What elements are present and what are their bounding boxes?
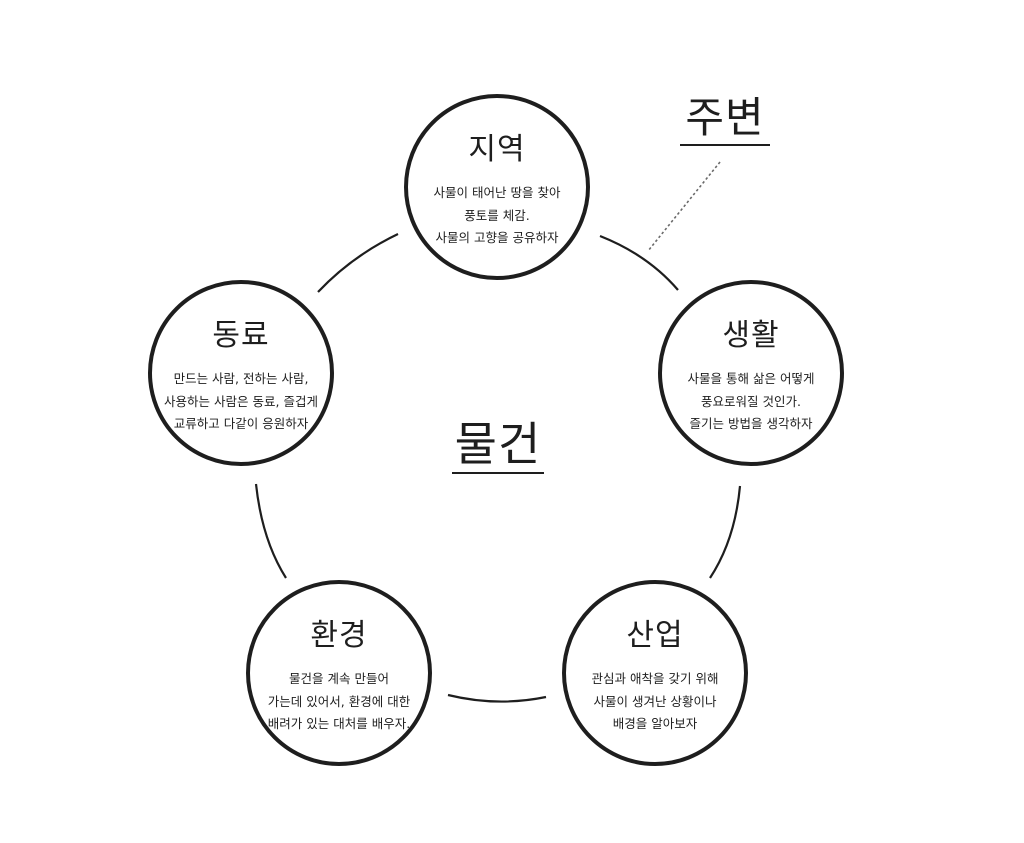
node-companions: 동료 만드는 사람, 전하는 사람, 사용하는 사람은 동료, 즐겁게 교류하고… [148, 280, 334, 466]
arc-hwangyeong-dongryo [254, 483, 287, 579]
node-environment: 환경 물건을 계속 만들어 가는데 있어서, 환경에 대한 배려가 있는 대처를… [246, 580, 432, 766]
periphery-label: 주변 [680, 92, 770, 146]
arc-jiyeok-saenghwal [599, 234, 679, 291]
pointer-line [647, 161, 721, 252]
node-region-line-2: 풍토를 체감. [464, 207, 530, 223]
node-life-description: 사물을 통해 삶은 어떻게 풍요로워질 것인가. 즐기는 방법을 생각하자 [666, 368, 836, 436]
node-environment-line-1: 물건을 계속 만들어 [289, 671, 389, 686]
node-companions-line-2: 사용하는 사람은 동료, 즐겁게 [164, 393, 318, 409]
center-label-text: 물건 [454, 417, 542, 471]
node-region-description: 사물이 태어난 땅을 찾아 풍토를 체감. 사물의 고향을 공유하자 [412, 182, 582, 250]
node-industry: 산업 관심과 애착을 갖기 위해 사물이 생겨난 상황이나 배경을 알아보자 [562, 580, 748, 766]
node-industry-line-2: 사물이 생겨난 상황이나 [593, 693, 717, 709]
node-life-line-3: 즐기는 방법을 생각하자 [689, 416, 813, 431]
node-industry-description: 관심과 애착을 갖기 위해 사물이 생겨난 상황이나 배경을 알아보자 [570, 668, 740, 736]
node-companions-line-3: 교류하고 다같이 응원하자 [173, 416, 309, 431]
node-life: 생활 사물을 통해 삶은 어떻게 풍요로워질 것인가. 즐기는 방법을 생각하자 [658, 280, 844, 466]
node-industry-line-3: 배경을 알아보자 [612, 716, 698, 731]
periphery-label-text: 주변 [685, 93, 765, 142]
node-life-title: 생활 [722, 318, 780, 353]
node-companions-description: 만드는 사람, 전하는 사람, 사용하는 사람은 동료, 즐겁게 교류하고 다같… [156, 368, 326, 436]
node-environment-title: 환경 [310, 618, 368, 653]
node-region: 지역 사물이 태어난 땅을 찾아 풍토를 체감. 사물의 고향을 공유하자 [404, 94, 590, 280]
arc-saenghwal-saneop [709, 485, 742, 579]
node-industry-line-1: 관심과 애착을 갖기 위해 [591, 671, 719, 686]
node-region-line-1: 사물이 태어난 땅을 찾아 [433, 185, 561, 200]
node-environment-line-3: 배려가 있는 대처를 배우자. [267, 716, 411, 731]
node-region-title: 지역 [468, 132, 526, 167]
center-label: 물건 [452, 416, 544, 474]
node-industry-title: 산업 [626, 618, 684, 653]
node-companions-title: 동료 [212, 318, 270, 353]
node-life-line-2: 풍요로워질 것인가. [701, 393, 801, 409]
center-label-underline [452, 472, 544, 474]
arc-saneop-hwangyeong [447, 693, 547, 703]
node-life-line-1: 사물을 통해 삶은 어떻게 [687, 371, 815, 386]
periphery-label-underline [680, 144, 770, 146]
node-environment-description: 물건을 계속 만들어 가는데 있어서, 환경에 대한 배려가 있는 대처를 배우… [254, 668, 424, 736]
node-companions-line-1: 만드는 사람, 전하는 사람, [173, 371, 309, 386]
node-region-line-3: 사물의 고향을 공유하자 [435, 230, 559, 245]
node-environment-line-2: 가는데 있어서, 환경에 대한 [267, 693, 411, 709]
arc-dongryo-jiyeok [317, 233, 399, 293]
